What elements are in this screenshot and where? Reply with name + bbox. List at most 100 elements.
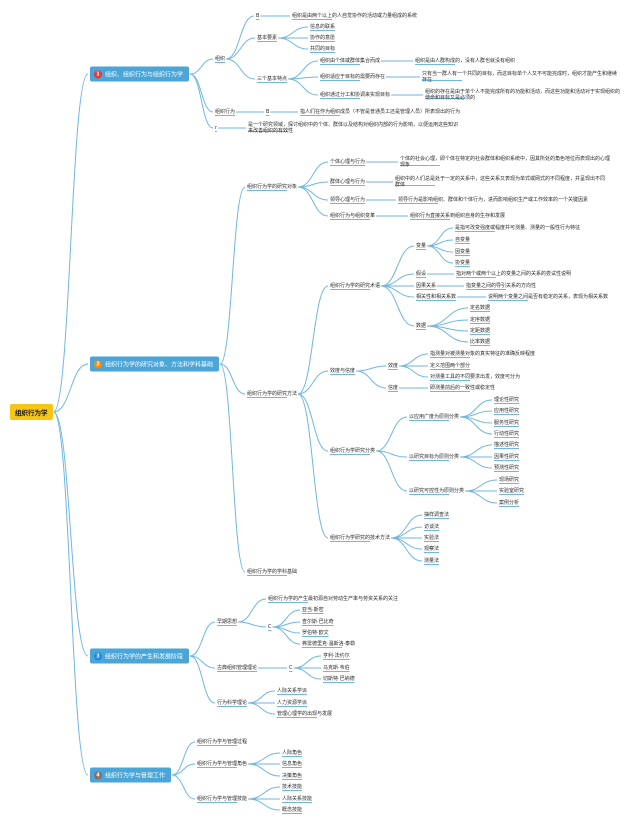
node-school-human-relations[interactable]: 人际关系学派 bbox=[277, 688, 308, 694]
node-obs-def[interactable]: 是一个研究领域，探讨组织中的个体、群体以及结构对组织内部的行为影响，以便运用这些… bbox=[248, 122, 459, 134]
node-data-ratio[interactable]: 比率数据 bbox=[470, 339, 491, 345]
node-org-behavior-b[interactable]: B bbox=[266, 109, 270, 115]
node-element-will[interactable]: 协作的意愿 bbox=[310, 35, 336, 41]
node-person-taylor[interactable]: 弗雷德里克·温斯洛·泰勒 bbox=[302, 641, 356, 647]
topic-3[interactable]: 3 组织行为学的产生和发展阶段 bbox=[90, 648, 190, 664]
node-object-leader[interactable]: 领导心理与行为 bbox=[330, 197, 366, 203]
node-class-service[interactable]: 服务性研究 bbox=[494, 420, 520, 426]
node-object-individual[interactable]: 个体心理与行为 bbox=[330, 159, 366, 165]
node-person-barnard[interactable]: 切斯特·巴纳德 bbox=[323, 676, 355, 682]
node-management-skills[interactable]: 组织行为学与管理技能 bbox=[197, 796, 248, 802]
node-data-ordinal[interactable]: 定序数据 bbox=[470, 317, 491, 323]
node-person-babbage[interactable]: 查尔斯·巴比奇 bbox=[302, 619, 334, 625]
node-class-descriptive[interactable]: 描述性研究 bbox=[494, 442, 520, 448]
node-class-predictive[interactable]: 预测性研究 bbox=[494, 465, 520, 471]
node-class-applied[interactable]: 应用性研究 bbox=[494, 408, 520, 414]
node-tech-measurement[interactable]: 测量法 bbox=[424, 558, 440, 564]
topic-2[interactable]: 2 组织行为学的研究对象、方法和学科基础 bbox=[90, 356, 220, 372]
node-behavioral-theory[interactable]: 行为科学理论 bbox=[217, 700, 248, 706]
node-skill-interpersonal[interactable]: 人际关系技能 bbox=[282, 796, 313, 802]
node-hypothesis-def[interactable]: 指对两个或两个以上的变量之间的关系的尝试性说明 bbox=[456, 271, 572, 277]
node-org-b[interactable]: B bbox=[256, 13, 260, 19]
node-data-nominal[interactable]: 定名数据 bbox=[470, 305, 491, 311]
node-tech-interview[interactable]: 访谈法 bbox=[424, 524, 440, 530]
node-feature-1[interactable]: 组织由个体或群体集合而成 bbox=[320, 58, 381, 64]
node-object-individual-desc[interactable]: 个体的社会心理，即个体在特定的社会群体和组织系统中，因其所处的角色地位而表现出的… bbox=[400, 156, 611, 168]
node-data-interval[interactable]: 定距数据 bbox=[470, 328, 491, 334]
node-feature-1-desc[interactable]: 组织是由人群构成的，没有人群也就没有组织 bbox=[415, 58, 516, 64]
node-school-human-resources[interactable]: 人力资源学派 bbox=[277, 700, 308, 706]
node-three-features[interactable]: 三个基本特点 bbox=[257, 76, 288, 82]
node-org-behavior-def[interactable]: 指人们在作为组织成员（不管是普通员工还是管理人员）所表现出的行为 bbox=[300, 109, 461, 115]
node-person-fayol[interactable]: 亨利·法约尔 bbox=[323, 653, 350, 659]
node-class-control[interactable]: 以研究可控性为原则分类 bbox=[409, 488, 465, 494]
node-validity-parts[interactable]: 定义范围两个部分 bbox=[430, 363, 471, 369]
node-research-objects[interactable]: 组织行为学的研究对象 bbox=[247, 184, 298, 190]
node-class-goal[interactable]: 以研究目标为原则分类 bbox=[409, 454, 460, 460]
node-validity-def[interactable]: 指测量对被测量对象的真实特征的准确反映程度 bbox=[430, 351, 536, 357]
node-variable-def[interactable]: 是指可改变强度或幅度并可测量、测量的一般性行为特征 bbox=[455, 225, 581, 231]
node-object-change-desc[interactable]: 组织行为直接关系到组织自身的生存和发展 bbox=[410, 213, 506, 219]
node-research-terms[interactable]: 组织行为学的研究术语 bbox=[330, 283, 381, 289]
node-object-group[interactable]: 群体心理与行为 bbox=[330, 179, 366, 185]
node-person-owen[interactable]: 罗伯特·欧文 bbox=[302, 630, 329, 636]
node-feature-3-desc[interactable]: 组织的存在是由于单个人不能完成所有的功能和活动，而这些功能和活动对于实现组织的使… bbox=[425, 89, 621, 101]
node-validity-types[interactable]: 对测量工具的不同要求出发，效度可分为 bbox=[430, 374, 521, 380]
node-skill-technical[interactable]: 技术技能 bbox=[282, 784, 303, 790]
node-feature-3[interactable]: 组织通过分工和协调来实现目标 bbox=[320, 92, 391, 98]
node-management-roles[interactable]: 组织行为学与管理角色 bbox=[197, 761, 248, 767]
node-early-origin[interactable]: 组织行为学的产生最初源自对劳动生产率与劳资关系的关注 bbox=[268, 596, 399, 602]
node-org-def[interactable]: 组织是由两个以上的人自觉协作的活动或力量组成的系统 bbox=[292, 13, 418, 19]
node-role-decisional[interactable]: 决策角色 bbox=[282, 773, 303, 779]
node-feature-2[interactable]: 组织适应于目标的需要而存在 bbox=[320, 74, 386, 80]
node-object-leader-desc[interactable]: 领导行为是影响组织、群体和个体行为，进而影响组织生产或工作效率的一个关键因素 bbox=[398, 197, 589, 203]
node-validity-reliability[interactable]: 效度与信度 bbox=[330, 368, 356, 374]
node-role-interpersonal[interactable]: 人际角色 bbox=[282, 750, 303, 756]
node-causality-def[interactable]: 指变量之间的导引关系的方向性 bbox=[466, 283, 537, 289]
node-tech-methods[interactable]: 组织行为学研究的技术方法 bbox=[330, 535, 391, 541]
node-correlation[interactable]: 相关性和相关系数 bbox=[416, 294, 457, 300]
node-variable-independent[interactable]: 自变量 bbox=[455, 237, 471, 243]
node-person-smith[interactable]: 亚当·斯密 bbox=[302, 607, 324, 613]
node-tech-survey[interactable]: 抽样调查法 bbox=[424, 512, 450, 518]
node-class-action[interactable]: 行动性研究 bbox=[494, 431, 520, 437]
node-feature-2-desc[interactable]: 只有当一群人有一个共同的目标，而这目标单个人又不可能完成时，组织才能产生和继续存… bbox=[422, 71, 618, 83]
topic-4[interactable]: 4 组织行为学与管理工作 bbox=[90, 767, 172, 783]
node-reliability[interactable]: 信度 bbox=[388, 385, 399, 391]
node-class-theory[interactable]: 理论性研究 bbox=[494, 397, 520, 403]
node-person-weber[interactable]: 马克斯·韦伯 bbox=[323, 665, 350, 671]
node-discipline-basis[interactable]: 组织行为学的学科基础 bbox=[247, 569, 298, 575]
topic-1[interactable]: 1 组织、组织行为与组织行为学 bbox=[90, 66, 190, 82]
node-obs[interactable]: r bbox=[215, 125, 218, 131]
node-validity[interactable]: 效度 bbox=[388, 363, 399, 369]
node-class-field[interactable]: 现场研究 bbox=[499, 477, 520, 483]
node-classic-theory[interactable]: 古典组织管理理论 bbox=[217, 665, 258, 671]
node-role-informational[interactable]: 信息角色 bbox=[282, 761, 303, 767]
node-management-process[interactable]: 组织行为学与管理过程 bbox=[197, 739, 248, 745]
node-class-case[interactable]: 案例分析 bbox=[499, 500, 520, 506]
node-research-methods[interactable]: 组织行为学的研究方法 bbox=[247, 391, 298, 397]
node-research-classification[interactable]: 组织行为学研究分类 bbox=[330, 448, 376, 454]
node-reliability-def[interactable]: 即测量前后的一致性或稳定性 bbox=[430, 385, 496, 391]
node-element-info[interactable]: 信息的联系 bbox=[310, 24, 336, 30]
node-early-c[interactable]: C bbox=[268, 624, 272, 630]
node-org-behavior[interactable]: 组织行为 bbox=[215, 109, 236, 115]
node-early-thought[interactable]: 早期思想 bbox=[217, 619, 238, 625]
node-element-goal[interactable]: 共同的目标 bbox=[310, 46, 336, 52]
node-management-psychology[interactable]: 管理心理学的出现与发展 bbox=[277, 711, 333, 717]
node-org[interactable]: 组织 bbox=[215, 56, 226, 62]
node-class-breadth[interactable]: 以应用广度为原则分类 bbox=[409, 414, 460, 420]
node-tech-experiment[interactable]: 实验法 bbox=[424, 535, 440, 541]
node-tech-observation[interactable]: 观察法 bbox=[424, 546, 440, 552]
node-object-change[interactable]: 组织行为与组织变革 bbox=[330, 213, 376, 219]
node-classic-c[interactable]: C bbox=[289, 665, 293, 671]
root-node[interactable]: 组织行为学 bbox=[10, 404, 53, 420]
node-causality[interactable]: 因果关系 bbox=[416, 283, 437, 289]
node-variable[interactable]: 变量 bbox=[416, 243, 427, 249]
node-hypothesis[interactable]: 假设 bbox=[416, 271, 427, 277]
node-variable-dependent[interactable]: 因变量 bbox=[455, 249, 471, 255]
node-class-causal[interactable]: 因果性研究 bbox=[494, 454, 520, 460]
node-data[interactable]: 数据 bbox=[416, 323, 427, 329]
node-object-group-desc[interactable]: 组织中的人们总是处于一定的关系中，这些关系又表现为单式或网式的不同程度，并呈现出… bbox=[395, 176, 606, 188]
node-skill-conceptual[interactable]: 概念技能 bbox=[282, 807, 303, 813]
